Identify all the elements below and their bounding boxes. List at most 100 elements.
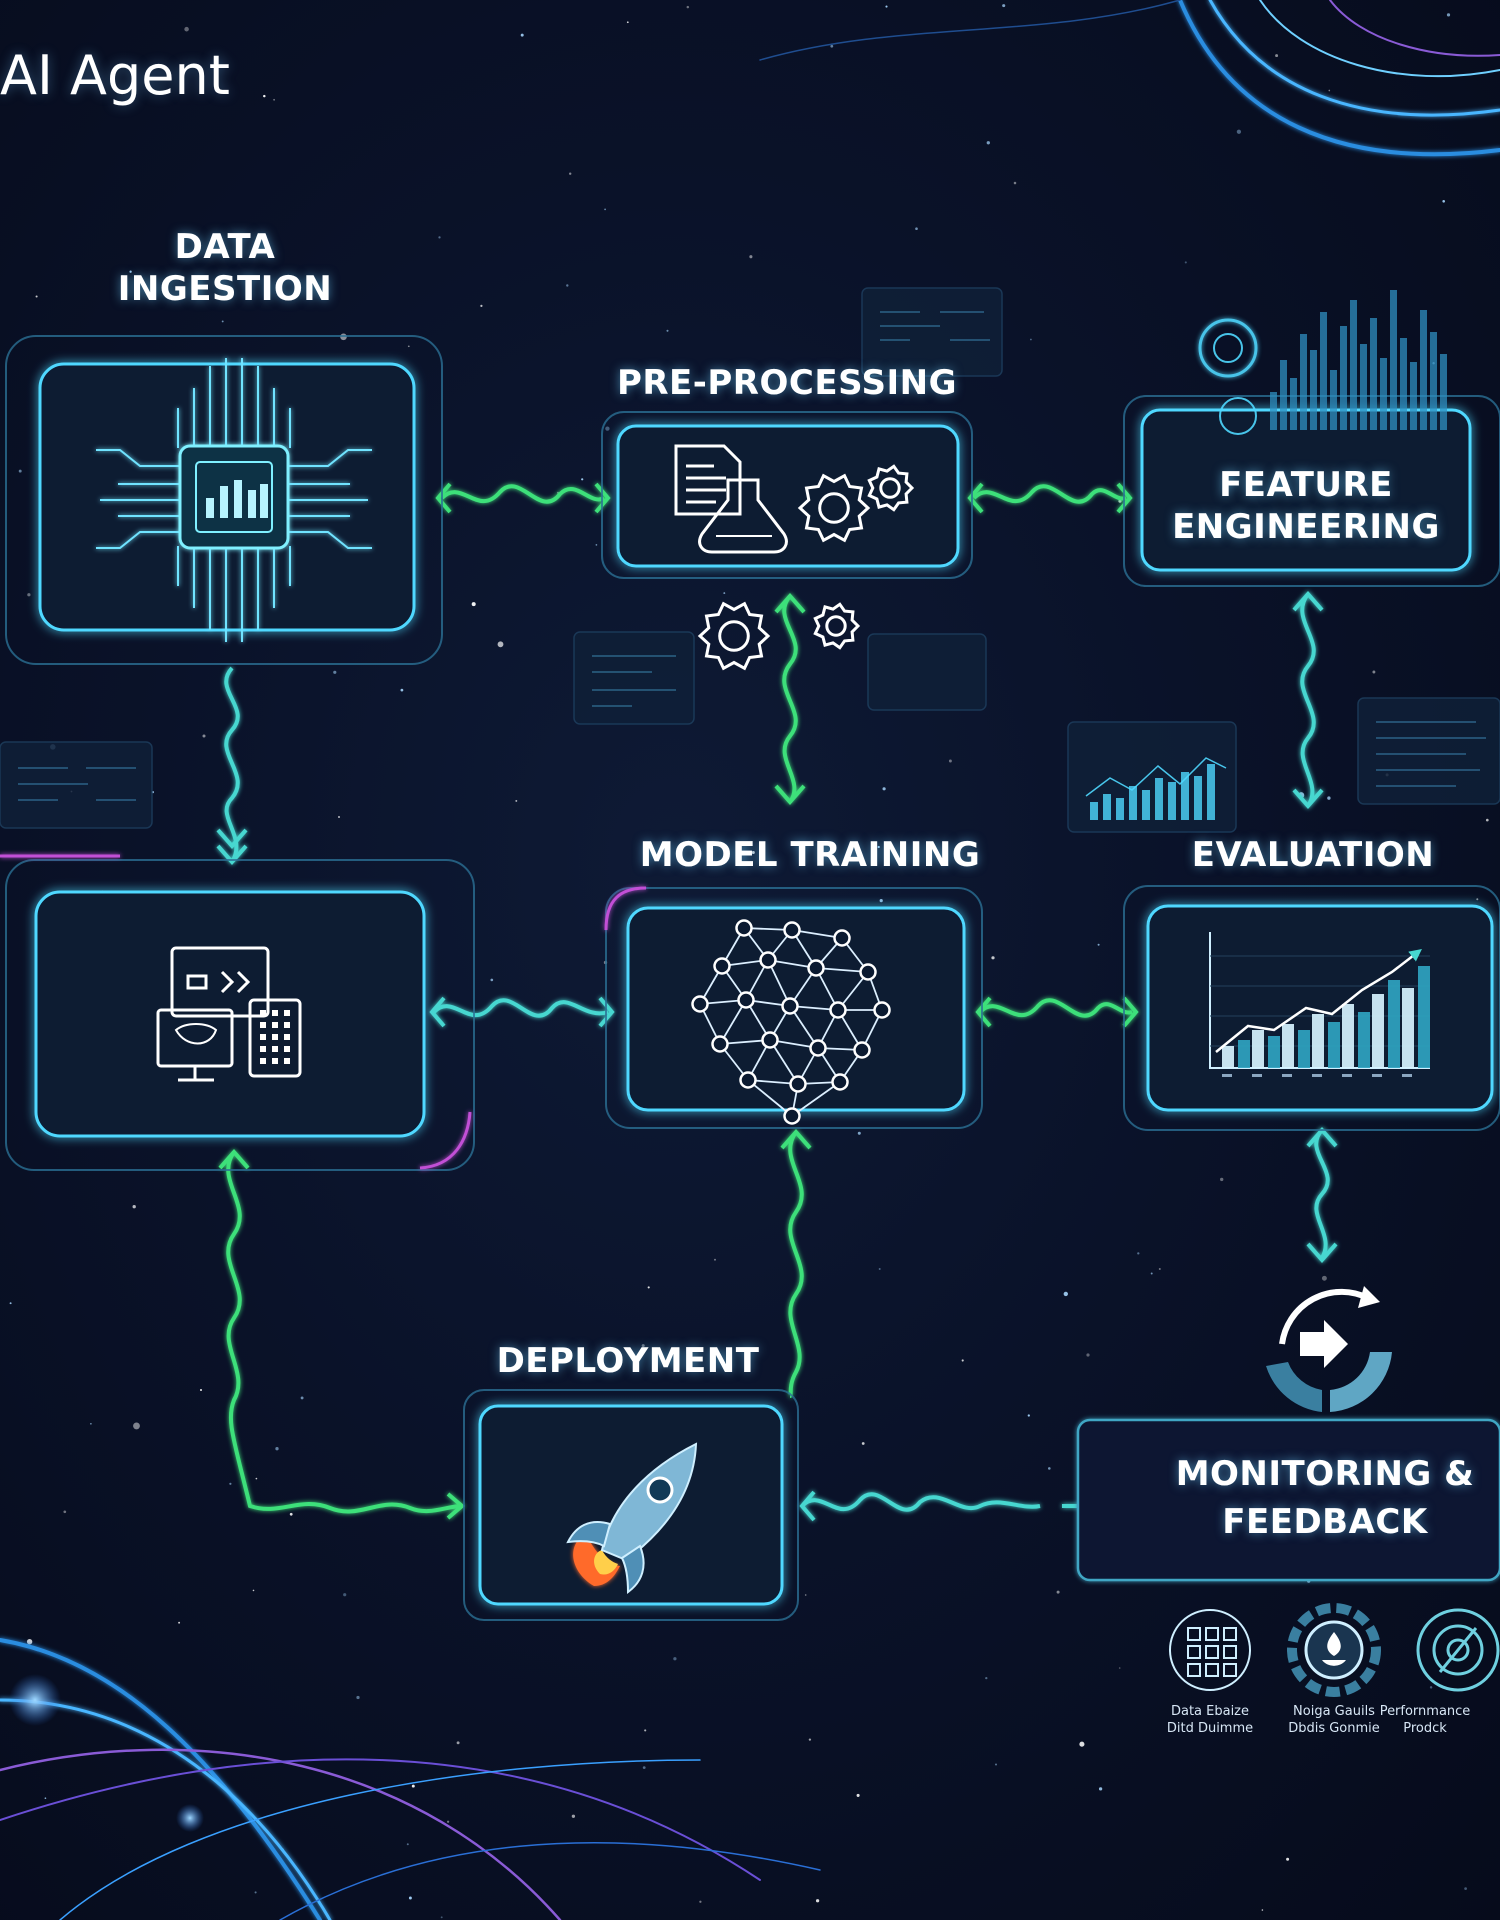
connector-interface-to-deployment (218, 1148, 466, 1520)
keypad-key (260, 1058, 266, 1064)
skyline-chart-icon (1270, 290, 1447, 430)
star (407, 345, 410, 348)
star (1086, 1353, 1090, 1357)
star (406, 1843, 409, 1846)
document-flask-gears-icon (674, 444, 788, 554)
evaluation-bar (1418, 966, 1430, 1068)
network-node (829, 1001, 847, 1019)
star (275, 1447, 279, 1451)
hud-bar (1116, 798, 1124, 820)
top-right-light-swirl (759, 0, 1500, 157)
skyline-bar (1390, 290, 1397, 430)
connector-ingestion-to-interface (216, 666, 248, 866)
skyline-bar (1370, 318, 1377, 430)
star (994, 1763, 998, 1766)
star (480, 304, 483, 308)
keypad-key (260, 1022, 266, 1028)
star (1150, 1272, 1153, 1275)
gears-below-pre-processing (697, 601, 861, 671)
star (132, 1205, 136, 1209)
skyline-bar (1330, 370, 1337, 430)
network-node (691, 995, 709, 1013)
star (221, 320, 224, 323)
star (948, 759, 952, 763)
star (1220, 1177, 1224, 1182)
keypad-key (260, 1046, 266, 1052)
data-grid-icon (1169, 1609, 1251, 1691)
keypad-key (284, 1058, 290, 1064)
star (200, 1389, 202, 1391)
refresh-cycle-icon (1266, 1286, 1392, 1412)
skyline-bar (1410, 362, 1417, 430)
star (1328, 89, 1331, 92)
star (202, 734, 206, 738)
gear-hub (718, 620, 750, 652)
hud-mini-bar-chart (1090, 764, 1215, 820)
network-node (759, 951, 777, 969)
connector-interface-to-training (429, 996, 615, 1028)
star (1027, 1414, 1030, 1417)
star (605, 426, 610, 431)
eval-tick-marks (1222, 1074, 1412, 1077)
star (129, 270, 132, 273)
keypad-key (284, 1010, 290, 1016)
neural-network-icon (691, 919, 891, 1125)
data-dashboard-icon (1198, 318, 1258, 435)
star (263, 94, 266, 98)
box-monitoring-feedback (1076, 1418, 1500, 1582)
background-hud-detail (18, 311, 1486, 801)
skyline-bar (1440, 354, 1447, 430)
hud-bar (1103, 794, 1111, 820)
star (961, 1359, 964, 1362)
star (456, 1741, 460, 1745)
star (27, 593, 31, 597)
star (986, 141, 990, 145)
star (490, 978, 494, 982)
hud-bar (1207, 764, 1215, 820)
star (343, 1593, 347, 1597)
network-node (833, 929, 851, 947)
star (830, 44, 834, 48)
star (571, 1814, 576, 1818)
evaluation-bar (1342, 1004, 1354, 1068)
label-pre-processing: PRE-PROCESSING (616, 363, 958, 403)
evaluation-bar (1268, 1036, 1280, 1068)
skyline-bar (1280, 360, 1287, 430)
star (566, 284, 569, 287)
star (644, 1729, 647, 1732)
gear-icon (697, 601, 771, 671)
skyline-bar (1290, 378, 1297, 430)
gear-teeth (697, 601, 771, 671)
evaluation-bars (1222, 966, 1430, 1068)
network-node (713, 957, 731, 975)
star (255, 1477, 258, 1480)
star (882, 787, 886, 791)
star (1118, 1667, 1121, 1669)
skyline-bar (1300, 334, 1307, 430)
star (229, 1482, 232, 1485)
evaluation-bar (1372, 994, 1384, 1068)
star (991, 956, 995, 960)
gear-icon (813, 602, 861, 650)
network-node (789, 1075, 807, 1093)
star (808, 1738, 812, 1741)
bar-chart-trend-icon (1209, 932, 1430, 1069)
star (337, 815, 341, 819)
star (642, 1766, 646, 1769)
star (1261, 1909, 1264, 1911)
gear-teeth (797, 473, 871, 543)
star (515, 799, 518, 802)
evaluation-bar (1388, 980, 1400, 1068)
star (516, 1350, 519, 1353)
star (1275, 54, 1279, 58)
star (686, 5, 690, 9)
star (63, 1510, 67, 1514)
star (1013, 181, 1017, 185)
star (595, 544, 598, 546)
keypad-key (284, 1022, 290, 1028)
star (1063, 1291, 1068, 1297)
network-node (809, 1039, 827, 1057)
star (673, 1657, 677, 1661)
